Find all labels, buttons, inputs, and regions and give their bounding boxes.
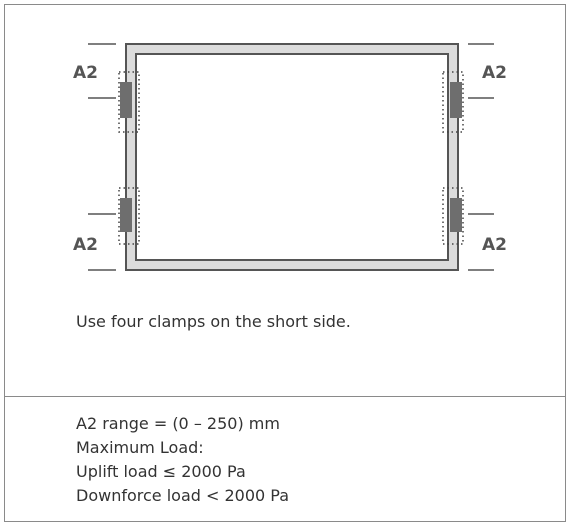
module-frame-inner [135, 53, 449, 261]
clamp-label-bottom-right: A2 [482, 235, 507, 255]
bracket-top-right [468, 43, 494, 99]
spec-range: A2 range = (0 – 250) mm [76, 414, 280, 433]
clamp-label-top-left: A2 [73, 63, 98, 83]
spec-block: A2 range = (0 – 250) mm Maximum Load: Up… [76, 412, 289, 508]
spec-max-load: Maximum Load: [76, 438, 204, 457]
clamp-label-top-right: A2 [482, 63, 507, 83]
spec-uplift: Uplift load ≤ 2000 Pa [76, 462, 246, 481]
clamp-top-left [118, 71, 140, 133]
clamp-diagram: A2 A2 A2 A2 [73, 43, 507, 271]
clamp-top-right [442, 71, 464, 133]
bracket-bottom-right [468, 213, 494, 271]
panel-border [4, 4, 566, 522]
clamp-bottom-right [442, 187, 464, 245]
caption-text: Use four clamps on the short side. [76, 312, 351, 331]
bracket-bottom-left [88, 213, 116, 271]
section-divider [4, 396, 566, 397]
clamp-bottom-left [118, 187, 140, 245]
bracket-top-left [88, 43, 116, 99]
clamp-label-bottom-left: A2 [73, 235, 98, 255]
spec-downforce: Downforce load < 2000 Pa [76, 486, 290, 505]
